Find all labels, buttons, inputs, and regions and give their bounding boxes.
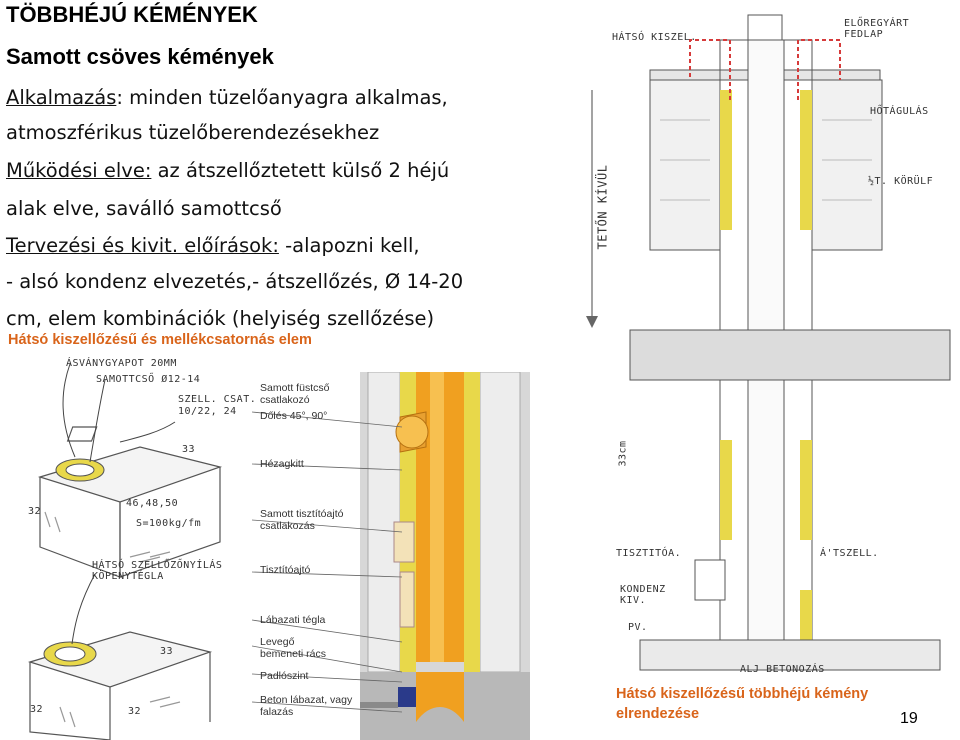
sketch-label-asvany: ÁSVÁNYGYAPOT 20MM xyxy=(66,358,177,369)
text-line-1: Alkalmazás: minden tüzelőanyagra alkalma… xyxy=(6,86,448,109)
chimney-block-sketch xyxy=(27,363,223,740)
label-alkalmazas: Alkalmazás xyxy=(6,86,117,109)
label-tervezesi: Tervezési és kivit. előírások: xyxy=(6,234,279,257)
chimney-section-drawing xyxy=(586,14,951,671)
section-label-konden: KONDENZ KIV. xyxy=(620,584,666,606)
page-title: TÖBBHÉJÚ KÉMÉNYEK xyxy=(6,2,258,27)
sketch-label-szell: SZELL. CSAT. xyxy=(178,394,257,405)
label-mukodesi-elve: Működési elve: xyxy=(6,159,152,182)
text-line-6: - alsó kondenz elvezetés,- átszellőzés, … xyxy=(6,270,464,293)
chimney-cutaway-diagram xyxy=(360,372,530,740)
label-tisztitoajto-csatl: Samott tisztítóajtó csatlakozás xyxy=(260,508,344,532)
sketch-label-szell-dim: 10/22, 24 xyxy=(178,406,237,417)
section-label-atszell: Á'TSZELL. xyxy=(820,548,879,559)
label-tisztitoajto: Tisztítóajtó xyxy=(260,564,311,576)
sketch-dim-33-bottom: 33 xyxy=(160,646,174,657)
section-label-hatso-kiszel: HÁTSÓ KISZEL. xyxy=(612,32,697,43)
section-label-korulf: ½T. KÖRÜLF xyxy=(868,176,934,187)
sketch-dim-32-top: 32 xyxy=(28,506,42,517)
section-label-hotaguls: HŐTÁGULÁS xyxy=(870,106,929,117)
section-label-33cm: 33cm xyxy=(617,440,629,467)
caption-left: Hátsó kiszellőzésű és mellékcsatornás el… xyxy=(8,332,312,348)
label-samott-fustcso: Samott füstcső csatlakozó xyxy=(260,382,330,406)
label-padloszint: Padlószint xyxy=(260,670,309,682)
text-line-7: cm, elem kombinációk (helyiség szellőzés… xyxy=(6,307,435,330)
section-label-teto-kivul: TETŐN KÍVÜL xyxy=(595,164,610,250)
section-label-tisztitoa: TISZTITÓA. xyxy=(616,548,682,559)
label-doles: Dőlés 45°, 90° xyxy=(260,410,328,422)
caption-right-line2: elrendezése xyxy=(616,706,700,722)
sketch-label-kopeny: HÁTSÓ SZELLŐZŐNYÍLÁS KÖPENYTÉGLA xyxy=(92,560,223,582)
page-subtitle: Samott csöves kémények xyxy=(6,44,274,69)
section-label-pv: PV. xyxy=(628,622,648,633)
text-line-4: alak elve, saválló samottcső xyxy=(6,197,282,220)
text-line-3: Működési elve: az átszellőztetett külső … xyxy=(6,159,450,182)
label-labazati-tegla: Lábazati tégla xyxy=(260,614,326,626)
text-line-2: atmoszférikus tüzelőberendezésekhez xyxy=(6,121,380,144)
text-line-5: Tervezési és kivit. előírások: -alapozni… xyxy=(6,234,420,257)
sketch-weight: S=100kg/fm xyxy=(136,518,202,529)
section-label-elore-gyart: ELŐREGYÁRT FEDLAP xyxy=(844,18,910,40)
sketch-dim-32-br: 32 xyxy=(128,706,142,717)
sketch-dim-32-bl: 32 xyxy=(30,704,44,715)
sketch-dim-33-top: 33 xyxy=(182,444,196,455)
cutaway-leader-lines xyxy=(252,411,402,713)
caption-right-line1: Hátsó kiszellőzésű többhéjú kémény xyxy=(616,686,869,702)
sketch-dim-46: 46,48,50 xyxy=(126,498,179,509)
sketch-label-samottcso: SAMOTTCSŐ Ø12-14 xyxy=(96,374,201,385)
label-hezagkitt: Hézagkitt xyxy=(260,458,304,470)
page-number: 19 xyxy=(900,710,918,727)
section-label-ali-beton: ALJ BETONOZÁS xyxy=(740,664,825,675)
label-beton-labazat: Beton lábazat, vagy falazás xyxy=(260,694,353,718)
label-levego-racs: Levegő bemeneti rács xyxy=(260,636,326,660)
